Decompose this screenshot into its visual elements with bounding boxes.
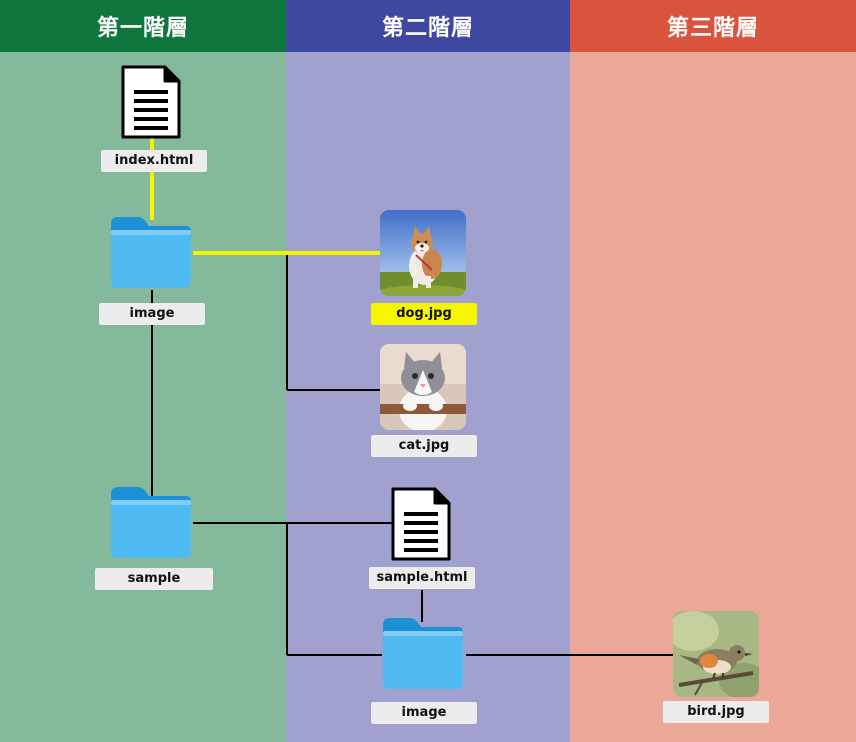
column-header-level-2: 第二階層 [286, 0, 570, 52]
sample-html-document-icon [390, 486, 452, 562]
sample-folder-label[interactable]: sample [95, 568, 213, 590]
cat-jpg-label[interactable]: cat.jpg [371, 435, 477, 457]
column-level-3: 第三階層 [570, 0, 856, 742]
sample-folder-icon [108, 484, 194, 560]
bird-jpg-label[interactable]: bird.jpg [663, 701, 769, 723]
image-folder-label[interactable]: image [99, 303, 205, 325]
index-html-label[interactable]: index.html [101, 150, 207, 172]
image-folder-2-label[interactable]: image [371, 702, 477, 724]
index-html-document-icon [120, 64, 182, 140]
dog-jpg-label[interactable]: dog.jpg [371, 303, 477, 325]
dog-photo-thumbnail [380, 210, 466, 296]
column-header-level-3: 第三階層 [570, 0, 856, 52]
image-folder-2-icon [380, 615, 466, 691]
bird-photo-thumbnail [673, 611, 759, 697]
column-header-level-1: 第一階層 [0, 0, 286, 52]
cat-photo-thumbnail [380, 344, 466, 430]
sample-html-label[interactable]: sample.html [369, 567, 475, 589]
image-folder-icon [108, 214, 194, 290]
